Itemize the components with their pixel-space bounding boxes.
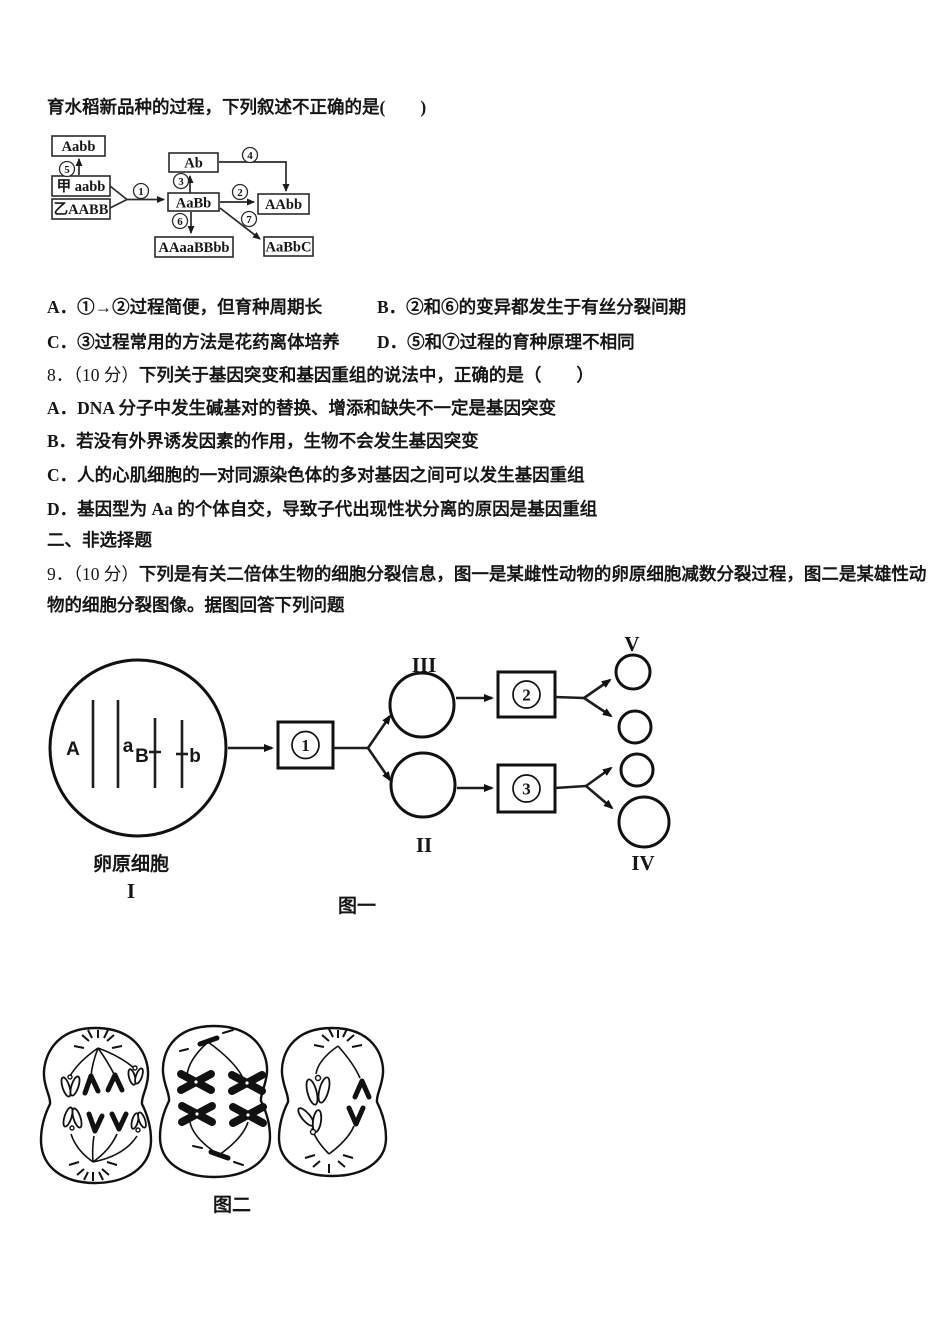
figure1-caption: 图一 [338,895,376,917]
svg-text:Ab: Ab [184,156,203,172]
egg-cell-V [614,653,652,691]
numeral-I: I [127,879,135,903]
q7-option-c: C．③过程常用的方法是花药离体培养 [47,332,340,352]
flowchart-box-Ab: Ab [168,152,219,173]
q8-score: （10 分） [73,365,139,385]
chromosome-label-b: b [189,746,201,767]
q9-stem-line2: 物的细胞分裂图像。据图回答下列问题 [47,595,345,615]
section2-title: 二、非选择题 [47,530,152,550]
q8-number: 8． [47,365,74,385]
q7-option-d: D．⑤和⑦过程的育种原理不相同 [377,332,635,352]
chromosome-label-B: B [135,746,149,767]
figure2-cell-1 [39,1026,153,1185]
flowchart-box-yi-AABB: 乙AABB [51,198,111,220]
figure2-cell-division-images: 图二 [39,1024,388,1216]
svg-text:2: 2 [237,187,243,199]
q9-stem-text1: 下列是有关二倍体生物的细胞分裂信息，图一是某雌性动物的卵原细胞减数分裂过程，图二… [138,564,927,584]
q7-option-a: A．①→②过程简便，但育种周期长 [47,297,323,317]
figure2-caption: 图二 [213,1194,251,1216]
figure1-meiosis-diagram: A a B b 卵原细胞 I 1 III II 2 [48,632,671,917]
svg-text:6: 6 [177,216,183,228]
step-circle-4: 4 [241,146,259,164]
fig1-process-2: 2 [496,670,557,719]
svg-text:AAbb: AAbb [265,197,302,213]
numeral-II: II [416,833,432,857]
flowchart-box-AaBbC: AaBbC [263,236,314,257]
flowchart-box-AaBb: AaBb [167,192,220,212]
step-circle-2: 2 [231,183,249,201]
svg-text:3: 3 [522,780,531,799]
step-circle-7: 7 [240,210,258,228]
q9-score: （10 分） [73,564,139,584]
q8-option-a: A．DNA 分子中发生碱基对的替换、增添和缺失不一定是基因突变 [47,398,556,418]
chromosomes [91,700,188,788]
figure2-cell-2 [158,1024,272,1179]
svg-text:2: 2 [522,686,531,705]
svg-text:3: 3 [178,176,184,188]
svg-text:甲 aabb: 甲 aabb [57,178,106,195]
q8-stem: 8．（10 分）下列关于基因突变和基因重组的说法中，正确的是（ ） [47,364,594,387]
q8-stem-text: 下列关于基因突变和基因重组的说法中，正确的是（ ） [138,365,594,385]
svg-text:1: 1 [301,736,310,755]
svg-text:5: 5 [64,164,70,176]
svg-text:AAaaBBbb: AAaaBBbb [159,240,230,256]
step-circle-3: 3 [172,172,190,190]
oogonium-label: 卵原细胞 [93,852,169,875]
cell-IV [617,795,671,849]
step-circle-5: 5 [58,160,76,178]
q8-option-d: D．基因型为 Aa 的个体自交，导致子代出现性状分离的原因是基因重组 [47,499,598,519]
q7-option-b: B．②和⑥的变异都发生于有丝分裂间期 [377,297,687,317]
question7-intro: 育水稻新品种的过程，下列叙述不正确的是( ) [47,97,427,117]
svg-text:7: 7 [246,214,252,226]
svg-text:4: 4 [247,150,253,162]
q8-option-c: C．人的心肌细胞的一对同源染色体的多对基因之间可以发生基因重组 [47,465,585,485]
numeral-IV: IV [631,851,654,875]
step-circle-1: 1 [132,182,150,200]
figure2-cell-3 [277,1026,388,1178]
q9-number: 9． [47,564,74,584]
numeral-III: III [412,653,437,677]
secondary-cell-III [388,671,456,739]
svg-text:AaBb: AaBb [176,196,211,212]
chromosome-label-A: A [66,739,80,760]
q9-stem-line1: 9．（10 分）下列是有关二倍体生物的细胞分裂信息，图一是某雌性动物的卵原细胞减… [47,563,926,586]
oogonium-cell: A a B b [48,658,228,838]
q8-option-b: B．若没有外界诱发因素的作用，生物不会发生基因突变 [47,431,479,451]
chromosome-label-a: a [123,736,134,757]
polar-body-upper [617,709,653,745]
step-circle-6: 6 [171,212,189,230]
numeral-V: V [624,632,639,656]
fig1-process-3: 3 [496,763,557,814]
secondary-cell-II [389,751,457,819]
polar-body-lower [619,752,655,788]
flowchart-box-AAaaBBbb: AAaaBBbb [154,236,234,258]
flowchart-box-jia-aabb: 甲 aabb [51,175,111,197]
svg-text:Aabb: Aabb [62,139,96,155]
flowchart-box-AAbb: AAbb [257,193,310,215]
tetrad-chromosomes [177,1070,267,1127]
flowchart-box-Aabb: Aabb [51,135,106,157]
breeding-flowchart: Aabb 甲 aabb 乙AABB Ab AaBb AAbb AAaaBBbb [51,135,314,258]
svg-text:乙AABB: 乙AABB [54,202,109,218]
svg-text:1: 1 [138,186,144,198]
flowchart-arrows [75,158,290,240]
fig1-process-1: 1 [276,720,335,770]
svg-text:AaBbC: AaBbC [266,240,312,256]
